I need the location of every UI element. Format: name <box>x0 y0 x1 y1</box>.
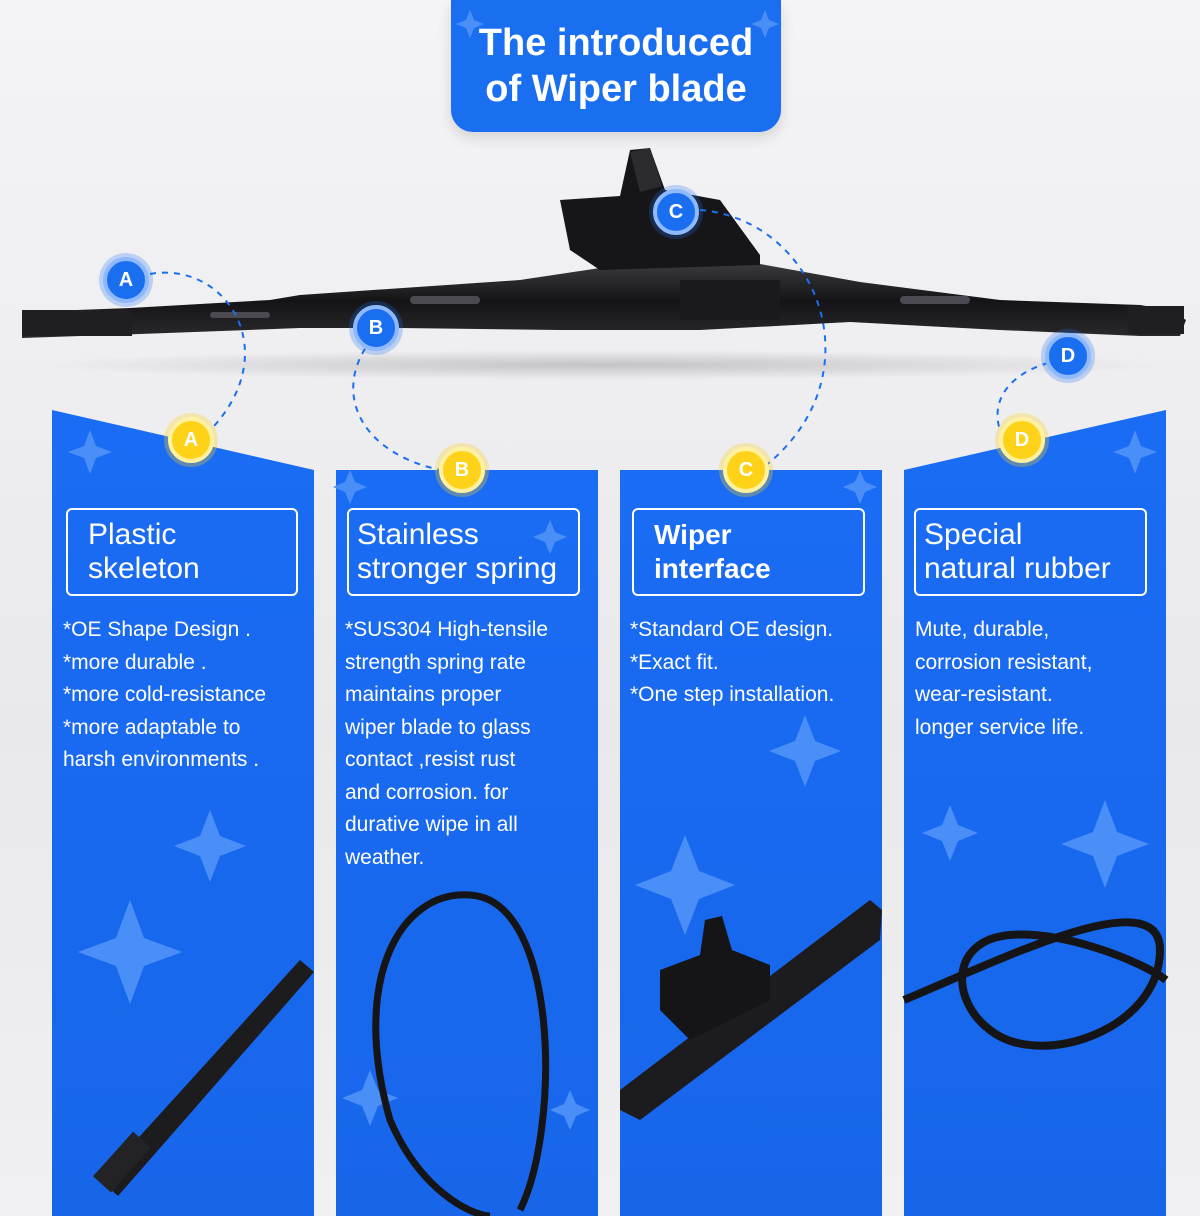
blade-end-image <box>93 960 314 1196</box>
feature-desc-b: *SUS304 High-tensile strength spring rat… <box>345 618 549 869</box>
feature-heading-c: Wiper interface <box>632 508 865 596</box>
feature-heading-a: Plastic skeleton <box>66 508 298 596</box>
marker-d-top: D <box>1045 333 1091 379</box>
blade-shadow <box>22 350 1182 380</box>
page-title: The introduced of Wiper blade <box>451 0 781 132</box>
feature-desc-a: *OE Shape Design . *more durable . *more… <box>63 618 267 771</box>
feature-desc-c: *Standard OE design. *Exact fit. *One st… <box>630 618 835 706</box>
title-line-2: of Wiper blade <box>485 68 747 110</box>
feature-desc-d: Mute, durable, corrosion resistant, wear… <box>915 618 1093 739</box>
feature-panel-a <box>52 410 314 1216</box>
marker-b-top: B <box>353 305 399 351</box>
marker-b-panel: B <box>439 447 485 493</box>
spring-coil-image <box>372 891 550 1216</box>
feature-heading-b: Stainless stronger spring <box>347 508 580 596</box>
title-line-1: The introduced <box>478 22 754 64</box>
feature-heading-d: Special natural rubber <box>914 508 1147 596</box>
connector-image <box>620 900 882 1120</box>
rubber-strip-image <box>902 918 1169 1050</box>
marker-a-panel: A <box>168 417 214 463</box>
marker-c-panel: C <box>723 447 769 493</box>
wiper-blade-image <box>22 148 1186 338</box>
sparkle-icon <box>68 10 1157 1130</box>
marker-d-panel: D <box>999 417 1045 463</box>
marker-c-top: C <box>653 189 699 235</box>
marker-a-top: A <box>103 257 149 303</box>
